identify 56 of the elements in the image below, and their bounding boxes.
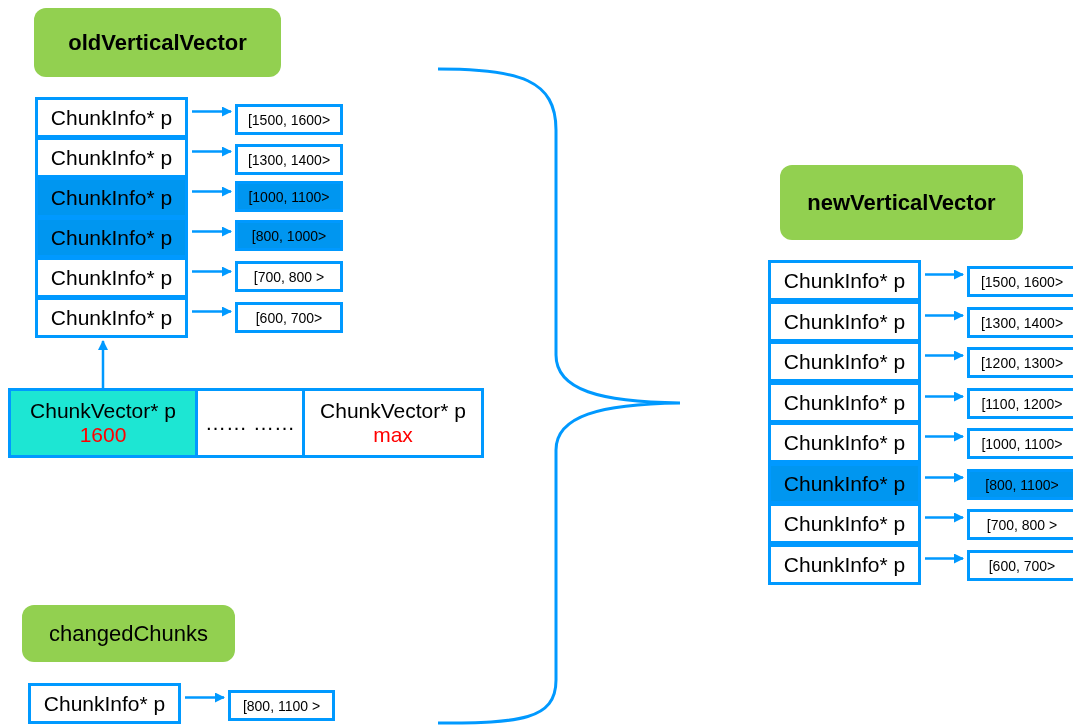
pointer-cell: ChunkInfo* p (35, 177, 188, 218)
range-box: [600, 700> (235, 302, 343, 333)
arrow (192, 146, 232, 157)
range-box: [1100, 1200> (967, 388, 1073, 419)
arrow (925, 472, 964, 483)
title-label: oldVerticalVector (34, 8, 281, 77)
pointer-cell: ChunkInfo* p (768, 382, 921, 423)
value-label: max (373, 423, 413, 447)
value-label: 1600 (79, 423, 127, 447)
pointer-cell: ChunkInfo* p (35, 137, 188, 178)
arrow (925, 553, 964, 564)
arrow (925, 310, 964, 321)
arrow (192, 306, 232, 317)
pointer-cell: ChunkInfo* p (28, 683, 181, 724)
arrow (925, 350, 964, 361)
ellipsis-cell: …… …… (195, 388, 305, 458)
range-box: [1500, 1600> (967, 266, 1073, 297)
pointer-cell: ChunkInfo* p (768, 422, 921, 463)
arrow (192, 106, 232, 117)
range-box: [800, 1100 > (228, 690, 335, 721)
pointer-cell: ChunkInfo* p (35, 97, 188, 138)
range-box: [1300, 1400> (967, 307, 1073, 338)
arrow (192, 266, 232, 277)
arrow (192, 226, 232, 237)
arrow (925, 269, 964, 280)
title-label: changedChunks (22, 605, 235, 662)
title-label: newVerticalVector (780, 165, 1023, 240)
range-box: [1200, 1300> (967, 347, 1073, 378)
pointer-cell: ChunkInfo* p (35, 297, 188, 338)
range-box: [1300, 1400> (235, 144, 343, 175)
pointer-cell (8, 388, 198, 458)
pointer-cell: ChunkInfo* p (768, 463, 921, 504)
range-box: [1000, 1100> (967, 428, 1073, 459)
pointer-label: ChunkVector* p (30, 399, 176, 423)
pointer-cell (302, 388, 484, 458)
arrow (192, 186, 232, 197)
range-box: [700, 800 > (967, 509, 1073, 540)
range-box: [1500, 1600> (235, 104, 343, 135)
arrow (925, 431, 964, 442)
pointer-cell: ChunkInfo* p (768, 341, 921, 382)
arrow (925, 512, 964, 523)
range-box: [1000, 1100> (235, 181, 343, 212)
arrow (98, 340, 108, 388)
arrow (185, 692, 225, 703)
range-box: [700, 800 > (235, 261, 343, 292)
range-box: [800, 1100> (967, 469, 1073, 500)
pointer-cell: ChunkInfo* p (35, 217, 188, 258)
range-box: [800, 1000> (235, 220, 343, 251)
pointer-label: ChunkVector* p (320, 399, 466, 423)
pointer-cell: ChunkInfo* p (768, 301, 921, 342)
pointer-cell: ChunkInfo* p (35, 257, 188, 298)
pointer-cell: ChunkInfo* p (768, 260, 921, 301)
pointer-cell: ChunkInfo* p (768, 503, 921, 544)
range-box: [600, 700> (967, 550, 1073, 581)
pointer-cell: ChunkInfo* p (768, 544, 921, 585)
arrow (925, 391, 964, 402)
